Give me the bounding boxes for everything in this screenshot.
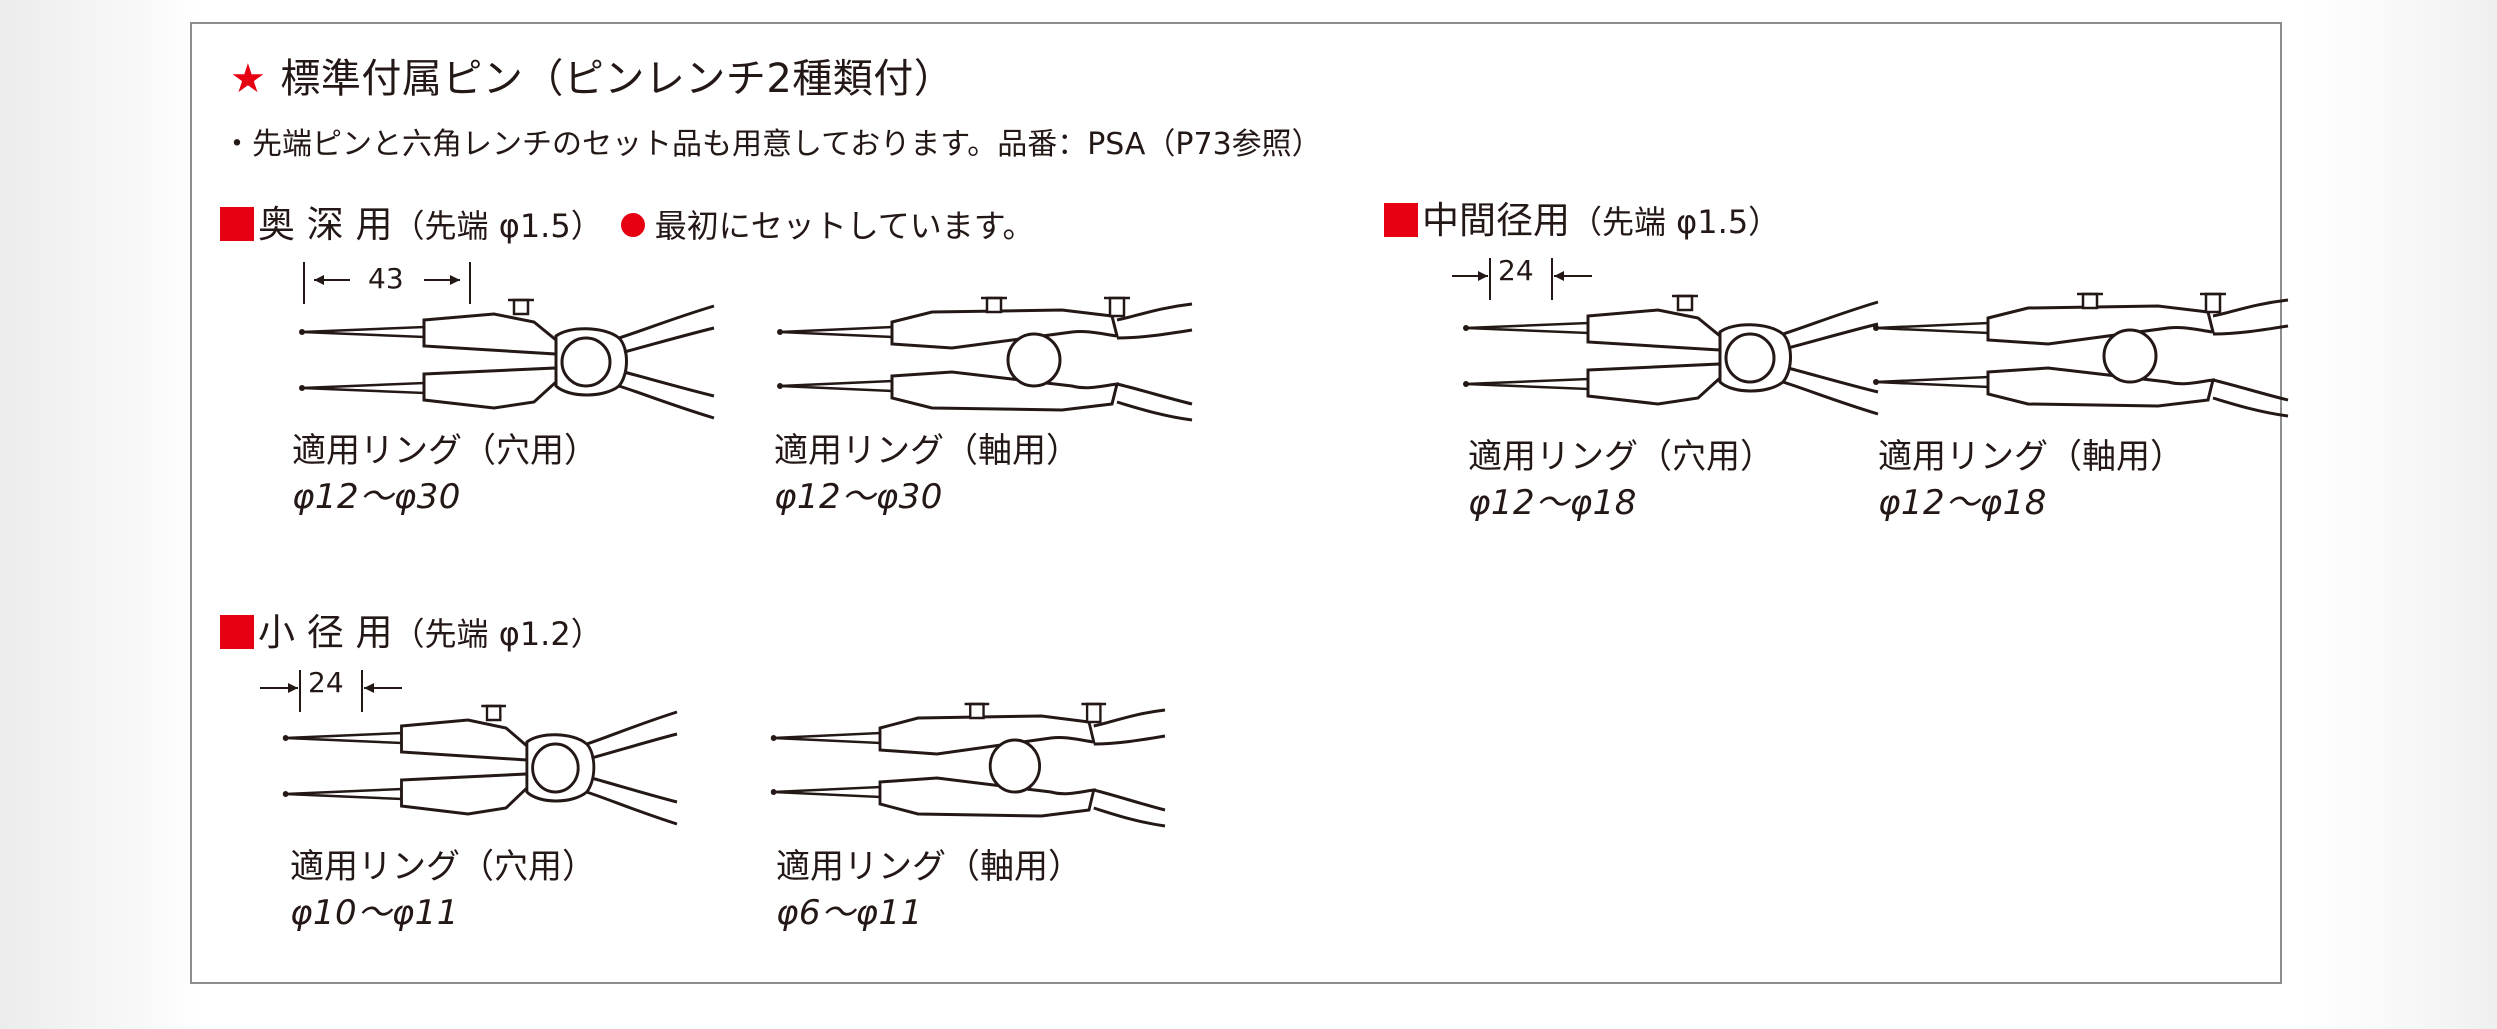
star-icon: ★ [230, 56, 267, 102]
dimension-arrow-oku [303, 262, 471, 304]
content-panel: ★ 標準付属ピン（ピンレンチ2種類付） ・先端ピンと六角レンチのセット品も用意して… [190, 22, 2290, 984]
caption-oku-hole-range: φ12～φ30 [292, 477, 461, 517]
page-title-text: 標準付属ピン（ピンレンチ2種類付） [280, 56, 955, 102]
section-oku-heading: 奥 深 用（先端 φ1.5） 最初にセットしています。 [220, 194, 1035, 248]
red-square-icon [220, 207, 254, 241]
plier-oku-hole-image [297, 298, 716, 420]
dimension-oku-label: 43 [368, 262, 404, 295]
plier-sho-hole-image [281, 704, 679, 826]
caption-chukan-shaft-range: φ12～φ18 [1878, 483, 2047, 523]
set-note: ・先端ピンと六角レンチのセット品も用意しております。品番：PSA（P73参照） [222, 127, 1322, 162]
section-chukan-heading: 中間径用（先端 φ1.5） [1384, 190, 1780, 244]
caption-chukan-hole-range: φ12～φ18 [1468, 483, 1637, 523]
dimension-sho-label: 24 [308, 666, 344, 699]
caption-oku-shaft: 適用リング（軸用） φ12～φ30 [774, 428, 1080, 520]
caption-chukan-shaft: 適用リング（軸用） φ12～φ18 [1878, 434, 2184, 526]
dimension-arrow-sho [260, 670, 402, 712]
section-oku-title: 奥 深 用 [258, 203, 393, 246]
red-dot-icon [620, 213, 645, 237]
caption-sho-shaft: 適用リング（軸用） φ6～φ11 [776, 844, 1082, 936]
red-square-icon [1384, 203, 1418, 237]
dimension-arrow-chukan [1452, 258, 1592, 300]
section-sho-heading: 小 径 用（先端 φ1.2） [220, 602, 603, 656]
caption-sho-hole-label: 適用リング（穴用） [290, 847, 596, 887]
red-square-icon [220, 615, 254, 649]
section-oku-extra: 最初にセットしています。 [654, 207, 1035, 245]
plier-chukan-hole-image [1461, 294, 1880, 416]
section-oku-sub: （先端 φ1.5） [392, 207, 603, 245]
caption-oku-shaft-label: 適用リング（軸用） [774, 431, 1080, 471]
plier-oku-shaft-image [775, 296, 1194, 422]
caption-oku-hole-label: 適用リング（穴用） [292, 431, 598, 471]
caption-chukan-shaft-label: 適用リング（軸用） [1878, 437, 2184, 477]
caption-chukan-hole: 適用リング（穴用） φ12～φ18 [1468, 434, 1774, 526]
section-sho-title: 小 径 用 [258, 611, 393, 654]
section-chukan-title: 中間径用 [1422, 199, 1570, 242]
plier-sho-shaft-image [769, 702, 1167, 828]
caption-sho-hole-range: φ10～φ11 [290, 893, 459, 933]
caption-chukan-hole-label: 適用リング（穴用） [1468, 437, 1774, 477]
plier-chukan-shaft-image [1871, 292, 2290, 418]
caption-sho-hole: 適用リング（穴用） φ10～φ11 [290, 844, 596, 936]
section-chukan-sub: （先端 φ1.5） [1570, 203, 1781, 241]
section-sho-sub: （先端 φ1.2） [392, 615, 603, 653]
caption-sho-shaft-range: φ6～φ11 [776, 893, 923, 933]
caption-oku-hole: 適用リング（穴用） φ12～φ30 [292, 428, 598, 520]
dimension-chukan-label: 24 [1498, 254, 1534, 287]
caption-sho-shaft-label: 適用リング（軸用） [776, 847, 1082, 887]
caption-oku-shaft-range: φ12～φ30 [774, 477, 943, 517]
page-title: ★ 標準付属ピン（ピンレンチ2種類付） [230, 46, 954, 104]
